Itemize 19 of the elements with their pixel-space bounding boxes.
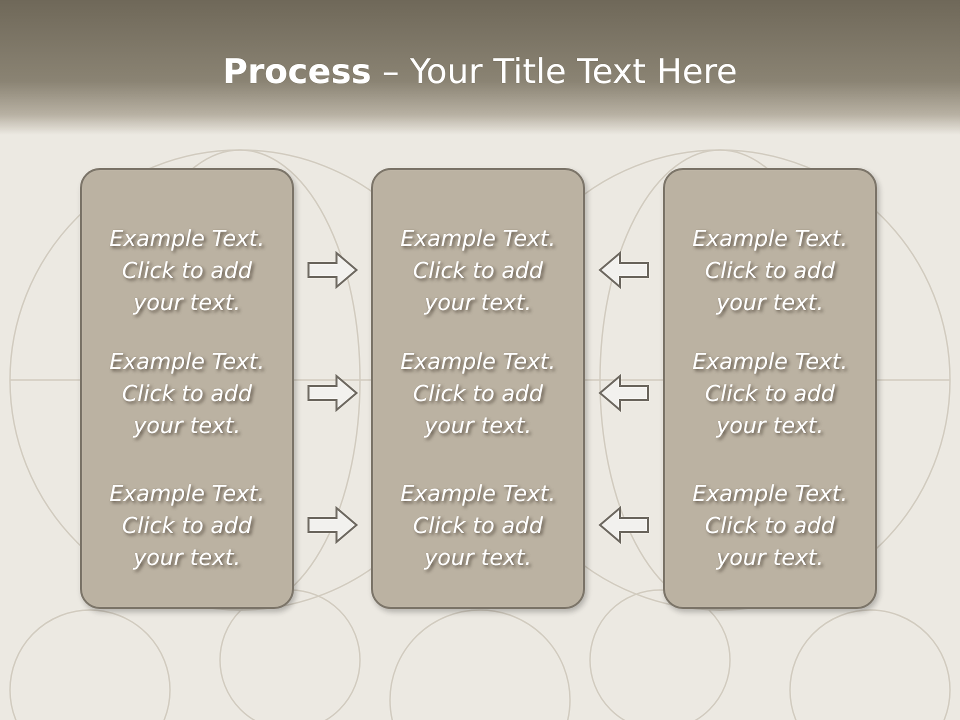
process-panel [371, 168, 585, 609]
body-text: Example Text. Click to add your text. [108, 226, 266, 318]
block-arrow [308, 374, 358, 412]
process-panel [663, 168, 877, 609]
body-text: Example Text. Click to add your text. [691, 349, 849, 441]
body-text: Example Text. Click to add your text. [108, 349, 266, 441]
body-text: Example Text. Click to add your text. [399, 349, 557, 441]
process-panel [80, 168, 294, 609]
block-arrow [598, 506, 649, 544]
body-text: Example Text. Click to add your text. [108, 481, 266, 573]
block-arrow [308, 506, 358, 544]
block-arrow [598, 250, 649, 290]
body-text: Example Text. Click to add your text. [691, 481, 849, 573]
block-arrow [598, 374, 649, 412]
body-text: Example Text. Click to add your text. [399, 481, 557, 573]
body-text: Example Text. Click to add your text. [691, 226, 849, 318]
block-arrow [308, 250, 358, 290]
slide-title: Process – Your Title Text Here [222, 52, 738, 92]
body-text: Example Text. Click to add your text. [399, 226, 557, 318]
